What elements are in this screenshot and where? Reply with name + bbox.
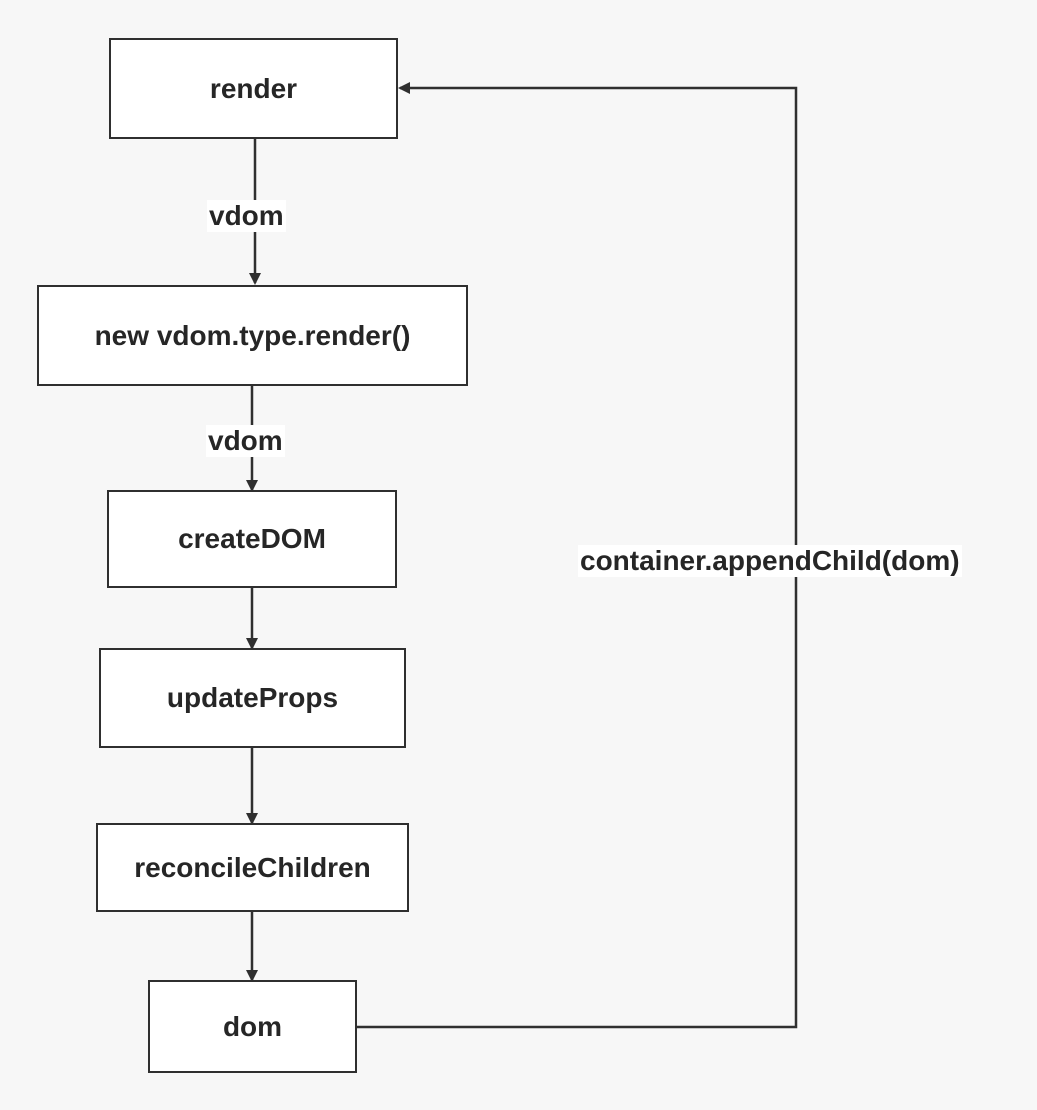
node-update-props: updateProps <box>99 648 406 748</box>
node-reconcile-children: reconcileChildren <box>96 823 409 912</box>
node-render: render <box>109 38 398 139</box>
node-dom: dom <box>148 980 357 1073</box>
edge-label-append-child: container.appendChild(dom) <box>578 545 962 577</box>
edge-label-vdom-2: vdom <box>206 425 285 457</box>
node-create-dom: createDOM <box>107 490 397 588</box>
node-new-vdom-render: new vdom.type.render() <box>37 285 468 386</box>
edge-label-vdom-1: vdom <box>207 200 286 232</box>
